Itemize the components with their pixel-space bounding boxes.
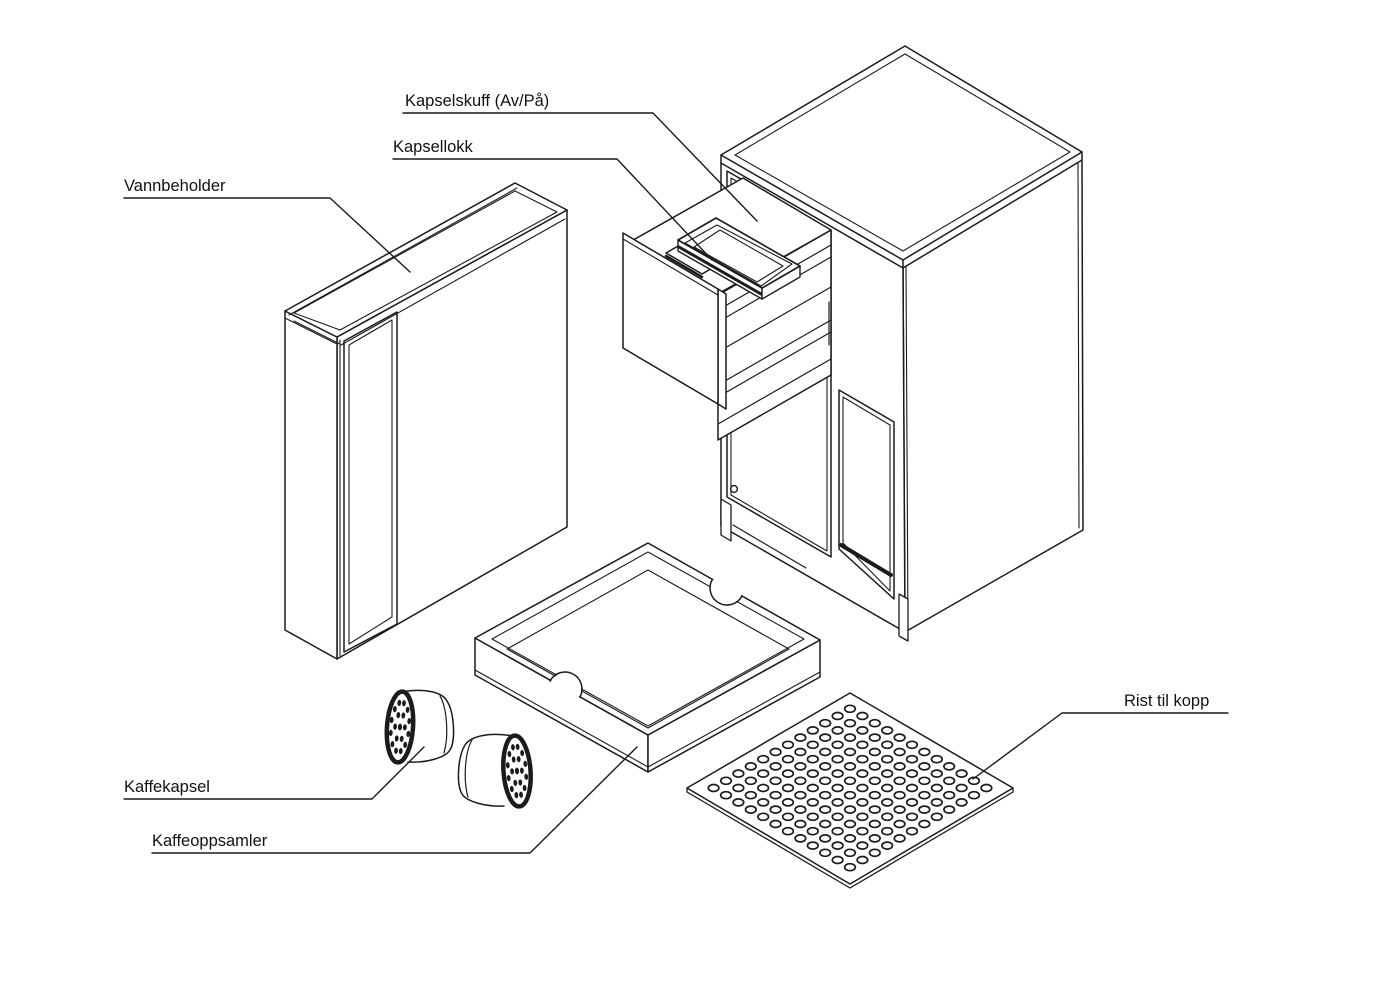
machine-front-leg bbox=[720, 498, 732, 542]
drawer-panel-thickness bbox=[717, 288, 727, 410]
label-kaffeoppsamler: Kaffeoppsamler bbox=[152, 832, 268, 850]
drawer-front-panel bbox=[622, 232, 719, 405]
leader-kaffeoppsamler bbox=[151, 746, 638, 854]
label-kapsellokk: Kapsellokk bbox=[393, 138, 474, 156]
machine-bottom-floor-line bbox=[732, 524, 807, 569]
tank-front-edge-double bbox=[340, 218, 566, 346]
capsule-1-face bbox=[384, 689, 416, 765]
label-rist-til-kopp: Rist til kopp bbox=[1124, 692, 1209, 710]
tank-window-inner bbox=[348, 319, 393, 645]
drawer-slot-dark-edge bbox=[664, 254, 704, 279]
label-vannbeholder: Vannbeholder bbox=[124, 177, 226, 195]
collector-tray-drawing bbox=[474, 542, 821, 773]
machine-side-slot-inner bbox=[842, 396, 891, 592]
machine-front-foot bbox=[898, 593, 909, 642]
capsule-lid-drawing bbox=[677, 217, 801, 300]
leader-rist-til-kopp bbox=[972, 712, 1229, 780]
labels: Kapselskuff (Av/På) Kapsellokk Vannbehol… bbox=[124, 92, 1209, 850]
drawer-panel-top-double bbox=[622, 238, 719, 296]
lid-top-rim-inner bbox=[684, 224, 793, 287]
capsule-2-perforations bbox=[505, 743, 529, 799]
tray-notch-ne-mask bbox=[711, 572, 743, 604]
leader-kapselskuff bbox=[402, 112, 758, 222]
drip-grid-drawing bbox=[686, 692, 1014, 889]
grid-holes bbox=[707, 704, 993, 872]
machine-corner-double bbox=[905, 265, 909, 631]
coffee-capsules-drawing bbox=[384, 689, 533, 809]
capsule-1-end-rim bbox=[439, 695, 448, 754]
tank-window-outer bbox=[343, 311, 398, 653]
tank-left-edge-double bbox=[284, 317, 338, 345]
tray-wall-double-left bbox=[474, 669, 649, 768]
coffee-capsule-1 bbox=[384, 689, 455, 765]
tray-notch-ne bbox=[709, 579, 743, 606]
water-tank-drawing bbox=[284, 182, 568, 660]
tray-top-rim bbox=[474, 542, 821, 736]
leader-lines bbox=[123, 112, 1229, 854]
label-kaffekapsel: Kaffekapsel bbox=[124, 778, 210, 796]
machine-side-slot bbox=[838, 389, 895, 600]
lid-dark-ridge bbox=[677, 245, 763, 296]
tray-notch-sw-mask bbox=[549, 673, 581, 705]
capsule-1-perforations bbox=[388, 699, 412, 755]
machine-slot-dark-edge bbox=[839, 543, 893, 577]
tray-rim-inner bbox=[491, 551, 805, 727]
capsule-drawer-drawing bbox=[622, 177, 832, 441]
capsule-2-body bbox=[457, 733, 514, 807]
leader-vannbeholder bbox=[123, 197, 411, 273]
lid-recess-floor bbox=[693, 229, 784, 283]
grid-plate bbox=[686, 692, 1014, 885]
machine-right-edge-double bbox=[1077, 162, 1080, 529]
tank-top-rim bbox=[284, 182, 568, 338]
leader-kaffekapsel bbox=[123, 746, 425, 800]
machine-panel-hole bbox=[729, 484, 739, 494]
tank-top-rim-inner bbox=[293, 190, 558, 331]
tray-wall-double-right bbox=[647, 671, 821, 768]
leader-kapsellokk bbox=[392, 158, 713, 261]
tank-front-face bbox=[284, 310, 338, 660]
tray-floor bbox=[506, 569, 790, 729]
tank-rim-line bbox=[288, 187, 518, 316]
label-kapselskuff: Kapselskuff (Av/På) bbox=[405, 92, 549, 110]
machine-top-face-inner bbox=[734, 53, 1071, 252]
capsule-2-end-rim bbox=[464, 739, 473, 798]
coffee-capsule-2 bbox=[457, 733, 533, 809]
lid-top-rim bbox=[677, 217, 801, 289]
capsule-2-face bbox=[501, 733, 533, 809]
tank-inner-corner bbox=[293, 320, 341, 345]
tray-notch-sw bbox=[549, 671, 583, 698]
